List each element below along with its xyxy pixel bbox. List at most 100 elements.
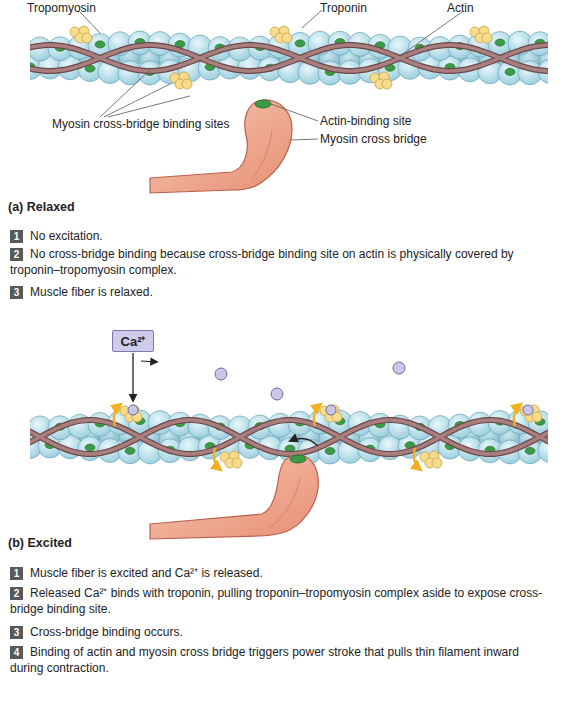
myosin-binding-site bbox=[295, 40, 305, 47]
leader-line bbox=[302, 10, 322, 28]
tropomyosin-outline bbox=[30, 420, 548, 454]
tropomyosin-outline bbox=[30, 45, 548, 71]
node-text: 3 bbox=[14, 626, 20, 639]
callout-number: 1 bbox=[10, 230, 23, 243]
part-label: Actin bbox=[447, 0, 527, 16]
calcium-ion bbox=[523, 405, 533, 415]
actin-binding-site bbox=[290, 455, 306, 463]
node-text: Ca²⁺ bbox=[121, 332, 146, 350]
leader-line bbox=[400, 12, 462, 56]
part-label: Myosin cross-bridge binding sites bbox=[52, 116, 292, 132]
myosin-head-shading bbox=[252, 130, 272, 180]
part-label: Myosin cross bridge bbox=[320, 131, 520, 147]
myosin-binding-site bbox=[525, 447, 535, 454]
calcium-ion bbox=[326, 405, 336, 415]
troponin-subunit bbox=[532, 412, 542, 422]
calcium-ions bbox=[128, 362, 533, 415]
node-text: 2 bbox=[14, 587, 20, 600]
troponin-subunit bbox=[282, 33, 292, 43]
leader-line bbox=[271, 104, 318, 121]
troponin-shift-arrow bbox=[414, 448, 421, 470]
troponin-shift-arrow bbox=[214, 448, 221, 470]
step-text: No excitation. bbox=[10, 228, 545, 244]
tropomyosin-outline bbox=[30, 45, 548, 71]
actin-strand bbox=[30, 410, 548, 464]
step-text: Cross-bridge binding occurs. bbox=[10, 624, 545, 640]
calcium-diffusion-arrow bbox=[141, 361, 157, 362]
callout-number: 4 bbox=[10, 646, 23, 659]
calcium-ion bbox=[393, 362, 405, 374]
part-label: Actin-binding site bbox=[320, 113, 520, 129]
myosin-cross-bridge bbox=[150, 100, 292, 193]
callout-number: 3 bbox=[10, 626, 23, 639]
power-stroke-arrow bbox=[290, 438, 318, 446]
step-text: No cross-bridge binding because cross-br… bbox=[10, 246, 545, 278]
tropomyosin-strand bbox=[30, 45, 548, 71]
myosin-head bbox=[150, 455, 318, 539]
part-label: Troponin bbox=[320, 0, 420, 16]
node-text: 4 bbox=[14, 646, 20, 659]
panel-heading: (a) Relaxed bbox=[8, 199, 208, 215]
step-text: Muscle fiber is relaxed. bbox=[10, 284, 545, 300]
myosin-head-shading bbox=[270, 478, 300, 528]
actin-binding-site bbox=[255, 100, 271, 108]
calcium-ion bbox=[271, 388, 283, 400]
myosin-binding-site bbox=[125, 447, 135, 454]
callout-number: 1 bbox=[10, 567, 23, 580]
node-text: 1 bbox=[14, 230, 20, 243]
calcium-ion bbox=[128, 405, 138, 415]
step-text: Binding of actin and myosin cross bridge… bbox=[10, 644, 545, 676]
troponin bbox=[270, 26, 292, 43]
troponin-subunit bbox=[432, 458, 442, 468]
myosin-binding-site bbox=[85, 444, 95, 451]
troponin-shift-arrow bbox=[114, 404, 121, 426]
node-text: 2 bbox=[14, 248, 20, 261]
troponin-shift-arrow bbox=[314, 404, 321, 426]
leader-line bbox=[291, 139, 318, 140]
troponin bbox=[70, 26, 92, 43]
leader-line bbox=[104, 84, 170, 117]
calcium-ion bbox=[215, 368, 227, 380]
node-text: 3 bbox=[14, 286, 20, 299]
troponin-subunit bbox=[182, 79, 192, 89]
troponin bbox=[370, 72, 392, 89]
step-text: Muscle fiber is excited and Ca²⁺ is rele… bbox=[10, 565, 545, 581]
troponin-subunit bbox=[232, 458, 242, 468]
tropomyosin-strand bbox=[30, 420, 548, 454]
troponin-subunit bbox=[382, 79, 392, 89]
leader-line bbox=[108, 96, 190, 117]
troponin bbox=[170, 72, 192, 89]
myosin-binding-site bbox=[495, 39, 505, 46]
troponin bbox=[420, 451, 442, 468]
myosin-cross-bridge bbox=[150, 455, 318, 539]
troponin bbox=[220, 451, 242, 468]
troponin bbox=[470, 26, 492, 43]
panel-heading: (b) Excited bbox=[8, 535, 208, 551]
myosin-binding-site bbox=[95, 41, 105, 48]
calcium-release-arrow bbox=[132, 353, 133, 401]
step-text: Released Ca²⁺ binds with troponin, pulli… bbox=[10, 585, 545, 617]
myosin-binding-site bbox=[325, 447, 335, 454]
troponin-subunit bbox=[482, 33, 492, 43]
callout-number: 2 bbox=[10, 248, 23, 261]
calcium-box: Ca²⁺ bbox=[112, 330, 154, 352]
tropomyosin-outline bbox=[30, 420, 548, 454]
troponin-shift-arrow bbox=[514, 404, 521, 426]
actin-strand bbox=[30, 31, 548, 85]
node-text: 1 bbox=[14, 567, 20, 580]
troponin bbox=[120, 405, 142, 422]
callout-number: 3 bbox=[10, 286, 23, 299]
troponin bbox=[320, 405, 342, 422]
thin-filament bbox=[8, 26, 570, 89]
tropomyosin-strand bbox=[30, 420, 548, 454]
troponin-subunit bbox=[82, 33, 92, 43]
troponin bbox=[520, 405, 542, 422]
myosin-binding-site bbox=[505, 68, 515, 75]
leader-line bbox=[100, 70, 150, 117]
tropomyosin-strand bbox=[30, 45, 548, 71]
part-label: Tropomyosin bbox=[27, 0, 147, 16]
leader-line bbox=[80, 12, 100, 33]
callout-number: 2 bbox=[10, 587, 23, 600]
